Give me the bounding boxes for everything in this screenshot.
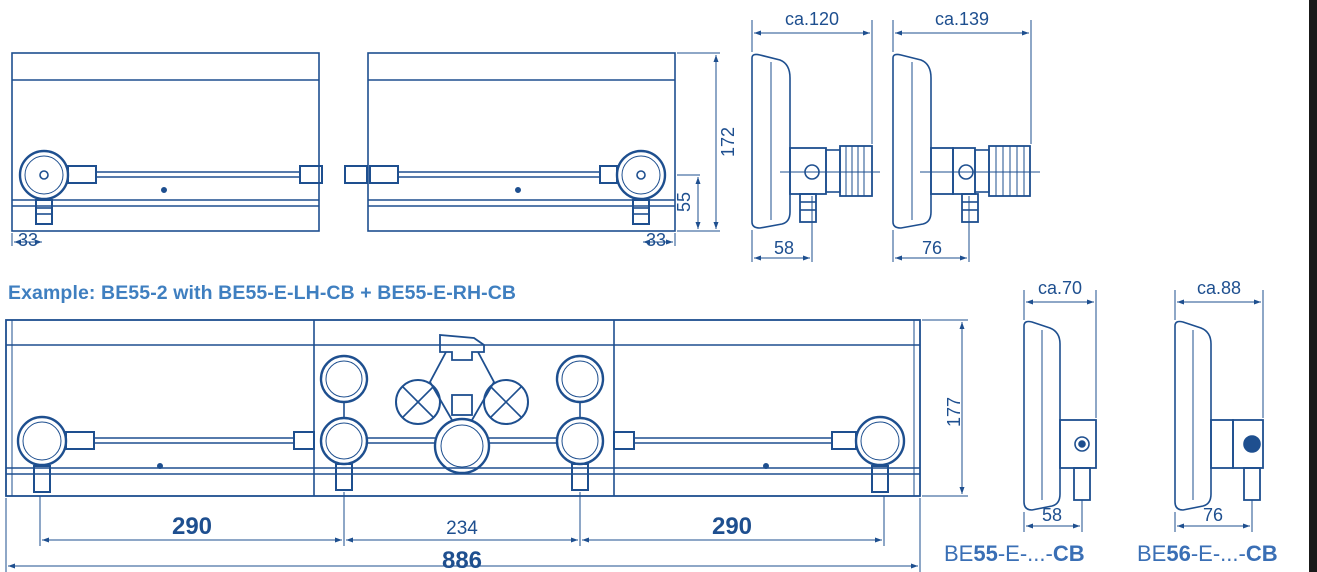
side-view-be55-cb xyxy=(1023,320,1097,511)
right-edge-bar xyxy=(1309,0,1317,572)
side-view-be55 xyxy=(751,53,880,229)
dim-172: 172 xyxy=(718,127,738,157)
dim-33-left: 33 xyxy=(18,230,38,250)
dimension-ca139 xyxy=(892,20,1032,262)
dim-ca70: ca.70 xyxy=(1038,278,1082,298)
model-number: 55 xyxy=(973,541,998,566)
dim-ca139: ca.139 xyxy=(935,9,989,29)
module-rh-front-view xyxy=(344,52,676,232)
dim-290-left: 290 xyxy=(172,513,212,540)
side-view-be56 xyxy=(892,53,1040,229)
assembly-front-view xyxy=(5,319,921,497)
dimension-ca120 xyxy=(751,20,873,262)
model-prefix: BE xyxy=(944,541,974,566)
dim-58-top: 58 xyxy=(774,238,794,258)
model-suffix: CB xyxy=(1245,541,1278,566)
bottom-dimension-lines xyxy=(5,319,968,572)
model-suffix: CB xyxy=(1052,541,1085,566)
dim-290-right: 290 xyxy=(712,513,752,540)
model-middle: -E-...- xyxy=(1190,541,1246,566)
model-number: 56 xyxy=(1166,541,1191,566)
dim-ca88: ca.88 xyxy=(1197,278,1241,298)
model-prefix: BE xyxy=(1137,541,1167,566)
dim-55: 55 xyxy=(674,192,694,212)
dim-76-bottom: 76 xyxy=(1203,505,1223,525)
model-middle: -E-...- xyxy=(997,541,1053,566)
dim-177: 177 xyxy=(944,397,964,427)
dimension-ca88 xyxy=(1174,290,1264,532)
dim-58-bottom: 58 xyxy=(1042,505,1062,525)
model-label-be56: BE56-E-...-CB xyxy=(1137,541,1278,567)
side-view-be56-cb xyxy=(1174,320,1264,511)
dim-ca120: ca.120 xyxy=(785,9,839,29)
dimension-ca70 xyxy=(1023,290,1097,532)
module-lh-front-view xyxy=(11,52,323,232)
top-dimension-lines xyxy=(11,52,720,246)
model-label-be55: BE55-E-...-CB xyxy=(944,541,1085,567)
example-caption: Example: BE55-2 with BE55-E-LH-CB + BE55… xyxy=(8,282,517,304)
dim-234: 234 xyxy=(446,518,478,539)
dim-33-right: 33 xyxy=(646,230,666,250)
dim-886: 886 xyxy=(442,547,482,572)
dim-76-top: 76 xyxy=(922,238,942,258)
